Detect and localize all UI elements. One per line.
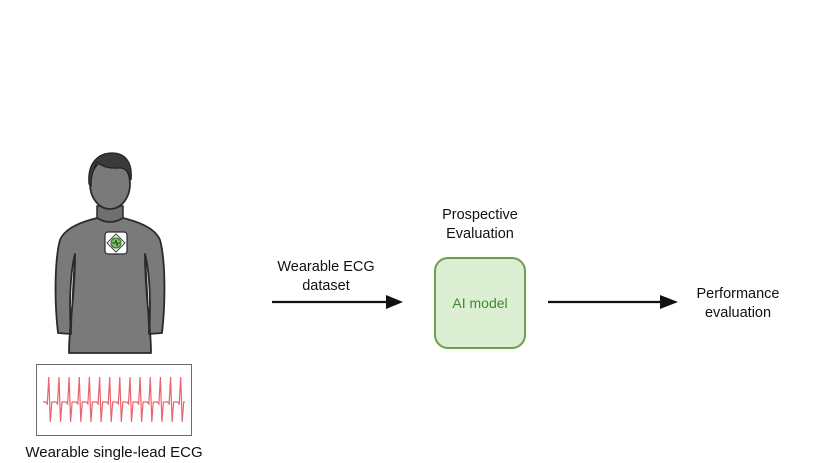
ecg-strip: [36, 364, 192, 436]
input-dataset-label: Wearable ECG dataset: [277, 259, 375, 294]
person-hair: [88, 152, 132, 188]
arrow-to-performance: [548, 295, 678, 309]
ai-model-label: AI model: [452, 295, 508, 311]
person-with-wearable-sensor-icon: [54, 152, 166, 354]
wearable-sensor-icon: [104, 231, 128, 255]
ai-model-box: AI model: [434, 257, 526, 349]
performance-evaluation-label: Performance evaluation: [696, 286, 780, 321]
person-body: [54, 217, 166, 354]
prospective-evaluation-label: Prospective Evaluation: [442, 207, 518, 242]
arrow-to-model: [272, 295, 403, 309]
ecg-waveform-icon: [43, 376, 185, 423]
ecg-caption: Wearable single-lead ECG: [25, 444, 203, 461]
ecg-trace: [43, 376, 185, 423]
